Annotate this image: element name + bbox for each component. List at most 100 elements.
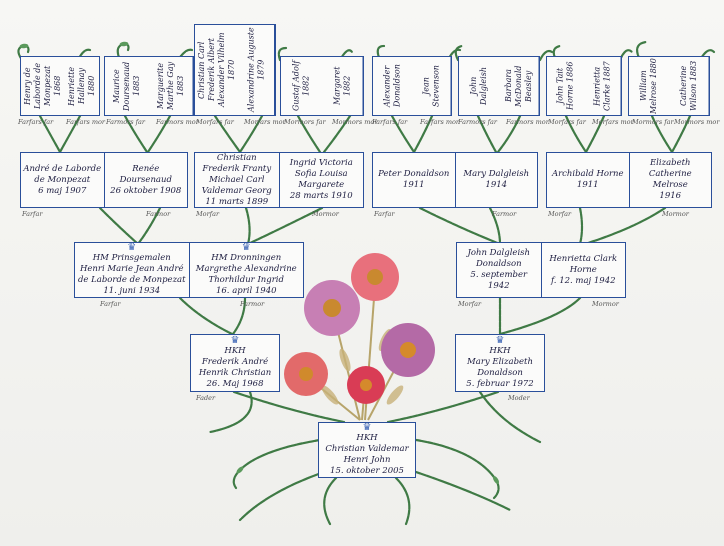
crown-icon: ♛ xyxy=(496,336,505,346)
person-date: 26. Maj 1968 xyxy=(207,379,264,390)
person-title: HM Prinsgemalen xyxy=(93,253,171,264)
grandparent-card: Ingrid Victoria Sofia Louisa Margarete 2… xyxy=(279,153,364,207)
person-name: Henri Marie Jean André de Laborde de Mon… xyxy=(77,264,187,286)
role-label: Mormor xyxy=(662,210,689,218)
grandparents-pair-3: Peter Donaldson 1911 Mary Dalgleish 1914 xyxy=(372,152,538,208)
person-date: 26 oktober 1908 xyxy=(110,186,181,197)
person-title: HKH xyxy=(224,346,245,357)
parent-card: ♛ HM Prinsgemalen Henri Marie Jean André… xyxy=(75,243,189,297)
role-label: Morfars far xyxy=(196,118,234,126)
ancestor-name: Henriette Hallenay 1880 xyxy=(65,57,100,115)
role-label: Farmors far xyxy=(106,118,145,126)
father-box: ♛ HKH Frederik André Henrik Christian 26… xyxy=(190,334,280,392)
person-title: HKH xyxy=(489,346,510,357)
person-date: 1914 xyxy=(485,180,507,191)
person-date: 16. april 1940 xyxy=(216,286,277,297)
parent-card: John Dalgleish Donaldson 5. september 19… xyxy=(457,243,541,297)
parents-pair-2: John Dalgleish Donaldson 5. september 19… xyxy=(456,242,626,298)
great-grandparents-pair-3: Christian Carl Frederik Albert Alexander… xyxy=(194,24,276,116)
role-label: Moder xyxy=(508,394,530,402)
person-date: 1916 xyxy=(659,191,681,202)
parent-card: ♛ HKH Frederik André Henrik Christian 26… xyxy=(191,335,279,391)
child-card: ♛ HKH Christian Valdemar Henri John 15. … xyxy=(319,423,415,477)
ancestor-name: Barbara McDonald Beasley xyxy=(499,57,540,115)
person-name: Henrietta Clark Horne xyxy=(544,254,624,276)
ancestor-name: Alexandrine Auguste 1879 xyxy=(239,25,275,115)
person-name: Mary Dalgleish xyxy=(463,169,529,180)
great-grandparents-pair-1: Henry de Laborde de Monpezat 1868 Henrie… xyxy=(20,56,100,116)
person-name: Archibald Horne xyxy=(552,169,624,180)
child-box: ♛ HKH Christian Valdemar Henri John 15. … xyxy=(318,422,416,478)
great-grandparents-pair-5: Alexander Donaldson Jean Stevenson xyxy=(372,56,452,116)
person-name: André de Laborde de Monpezat xyxy=(23,164,102,186)
role-label: Farfar xyxy=(374,210,394,218)
role-label: Morfar xyxy=(196,210,219,218)
role-label: Mormor xyxy=(592,300,619,308)
parent-card: ♛ HM Dronningen Margrethe Alexandrine Th… xyxy=(189,243,304,297)
parents-pair-1: ♛ HM Prinsgemalen Henri Marie Jean André… xyxy=(74,242,304,298)
ancestor-name: William Melrose 1880 xyxy=(629,57,669,115)
grandparent-card: Renée Doursenaud 26 oktober 1908 xyxy=(104,153,188,207)
ancestor-name: Marguerite Marthe Gay 1883 xyxy=(149,57,194,115)
role-label: Fader xyxy=(196,394,215,402)
person-title: HM Dronningen xyxy=(211,253,281,264)
role-label: Farfar xyxy=(22,210,42,218)
person-name: Renée Doursenaud xyxy=(107,164,186,186)
person-name: Christian Valdemar Henri John xyxy=(321,444,413,466)
crown-icon: ♛ xyxy=(242,243,251,253)
ancestor-name: Christian Carl Frederik Albert Alexander… xyxy=(195,25,239,115)
role-label: Farfars far xyxy=(372,118,407,126)
grandparent-card: Mary Dalgleish 1914 xyxy=(455,153,538,207)
grandparent-card: Christian Frederik Franty Michael Carl V… xyxy=(195,153,279,207)
flower-bouquet xyxy=(284,253,435,420)
ancestor-name: Maurice Doursenaud 1883 xyxy=(105,57,149,115)
role-label: Farmor xyxy=(240,300,264,308)
role-label: Farmors far xyxy=(458,118,497,126)
great-grandparents-pair-2: Maurice Doursenaud 1883 Marguerite Marth… xyxy=(104,56,194,116)
person-name: Peter Donaldson xyxy=(378,169,449,180)
role-label: Farfars mor xyxy=(420,118,459,126)
person-name: Frederik André Henrik Christian xyxy=(193,357,277,379)
role-label: Farmor xyxy=(146,210,170,218)
role-label: Farfar xyxy=(100,300,120,308)
grandparents-pair-2: Christian Frederik Franty Michael Carl V… xyxy=(194,152,364,208)
ancestor-name: Gustaf Adolf 1882 xyxy=(281,57,322,115)
role-label: Morfars mor xyxy=(244,118,286,126)
ancestor-name: John Dalgleish xyxy=(459,57,499,115)
person-name: Christian Frederik Franty Michael Carl V… xyxy=(197,153,277,197)
role-label: Morfar xyxy=(548,210,571,218)
grandparents-pair-1: André de Laborde de Monpezat 6 maj 1907 … xyxy=(20,152,188,208)
person-title: HKH xyxy=(356,433,377,444)
crown-icon: ♛ xyxy=(231,336,240,346)
person-date: 5. september 1942 xyxy=(459,270,539,292)
crown-icon: ♛ xyxy=(363,423,372,433)
role-label: Mormors mor xyxy=(674,118,719,126)
ancestor-name: Jean Stevenson xyxy=(412,57,452,115)
person-name: Mary Elizabeth Donaldson xyxy=(458,357,542,379)
person-date: 6 maj 1907 xyxy=(38,186,86,197)
person-name: Elizabeth Catherine Melrose xyxy=(632,158,710,191)
role-label: Farmors mor xyxy=(156,118,199,126)
role-label: Farmor xyxy=(492,210,516,218)
grandparent-card: Elizabeth Catherine Melrose 1916 xyxy=(629,153,712,207)
person-date: 11 marts 1899 xyxy=(205,197,268,208)
role-label: Farmors mor xyxy=(506,118,549,126)
grandparent-card: André de Laborde de Monpezat 6 maj 1907 xyxy=(21,153,104,207)
ancestor-name: Catherine Wilson 1883 xyxy=(669,57,710,115)
person-date: 1911 xyxy=(577,180,599,191)
role-label: Mormors far xyxy=(632,118,674,126)
great-grandparents-pair-8: William Melrose 1880 Catherine Wilson 18… xyxy=(628,56,710,116)
role-label: Morfars far xyxy=(548,118,586,126)
parent-card: ♛ HKH Mary Elizabeth Donaldson 5. februa… xyxy=(456,335,544,391)
person-date: 15. oktober 2005 xyxy=(330,466,404,477)
parent-card: Henrietta Clark Horne f. 12. maj 1942 xyxy=(541,243,626,297)
person-date: 1911 xyxy=(403,180,425,191)
role-label: Farfars mor xyxy=(66,118,105,126)
role-label: Mormors far xyxy=(284,118,326,126)
role-label: Morfar xyxy=(458,300,481,308)
ancestor-name: Margaret 1882 xyxy=(322,57,364,115)
role-label: Mormor xyxy=(312,210,339,218)
role-label: Morfars mor xyxy=(592,118,634,126)
person-date: f. 12. maj 1942 xyxy=(551,276,616,287)
ancestor-name: John Tait Horne 1886 xyxy=(547,57,584,115)
